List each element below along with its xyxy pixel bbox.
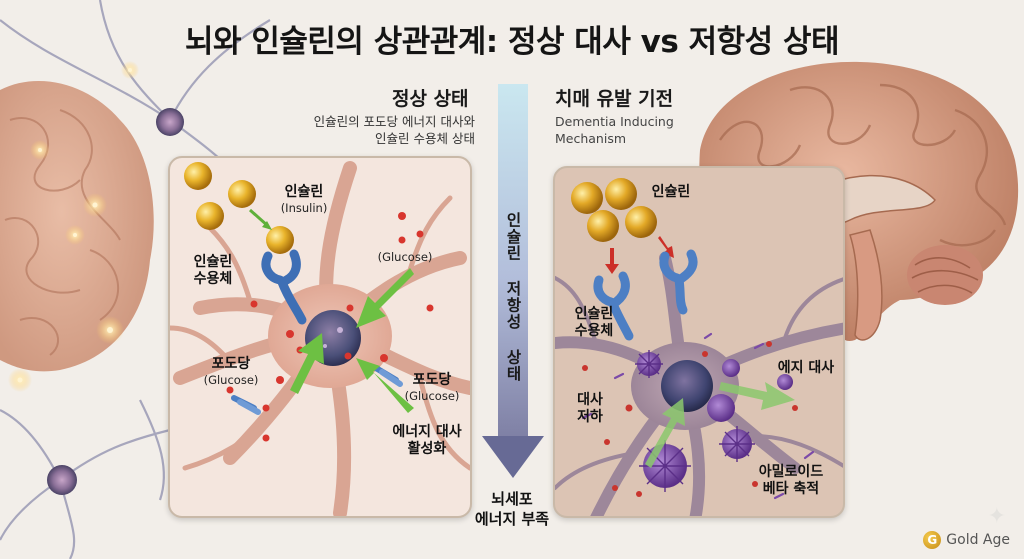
dementia-mechanism-illustration: [555, 178, 843, 516]
dementia-mechanism-panel: 인슐린 인슐린 수용체 에지 대사 대사 저하 아밀로이드 베타 축적: [553, 166, 845, 518]
normal-description-line2: 인슐린 수용체 상태: [375, 131, 475, 146]
receptor-label-line1: 인슐린: [193, 254, 233, 270]
insulin-resistance-label: 인슐린 저항성 상태: [504, 212, 522, 382]
amyloid-beta-label: 아밀로이드 베타 축적: [743, 464, 839, 498]
brand-logo-icon: G: [923, 531, 942, 549]
metabolism-decline-line1: 대사: [577, 392, 603, 408]
insulin-label-en: (Insulin): [280, 201, 328, 215]
energy-activation-line2: 활성화: [407, 441, 447, 457]
glucose-left-label-en: (Glucose): [203, 373, 259, 387]
energy-activation-line1: 에너지 대사: [392, 424, 462, 440]
glucose-left-label: 포도당 (Glucose): [196, 356, 266, 387]
glucose-top-label-en: (Glucose): [377, 250, 433, 264]
dementia-receptor-line1: 인슐린: [574, 306, 614, 322]
insulin-label-text: 인슐린: [284, 184, 324, 200]
brain-cell-energy-deficit-label: 뇌세포 에너지 부족: [455, 489, 569, 529]
energy-metabolism-label: 에지 대사: [769, 360, 843, 377]
brand-mark: G Gold Age: [923, 531, 1010, 549]
amyloid-beta-line2: 베타 축적: [762, 481, 820, 497]
glucose-left-label-text: 포도당: [211, 356, 251, 372]
glucose-right-label: 포도당 (Glucose): [394, 372, 470, 403]
amyloid-beta-line1: 아밀로이드: [758, 464, 824, 480]
normal-state-heading: 정상 상태: [392, 88, 469, 110]
dementia-insulin-label-text: 인슐린: [651, 184, 691, 200]
dementia-description-line1: Dementia Inducing: [555, 114, 674, 129]
glucose-top-label: (Glucose): [370, 250, 440, 264]
glucose-right-label-text: 포도당: [412, 372, 452, 388]
dementia-mechanism-description: Dementia Inducing Mechanism: [555, 113, 674, 147]
receptor-label: 인슐린 수용체: [180, 254, 246, 288]
energy-metabolism-text: 에지 대사: [777, 360, 835, 376]
dementia-mechanism-heading: 치매 유발 기전: [555, 88, 674, 110]
bottom-label-line2: 에너지 부족: [474, 510, 550, 528]
dementia-insulin-label: 인슐린: [639, 184, 703, 201]
brand-name: Gold Age: [946, 532, 1010, 548]
metabolism-decline-label: 대사 저하: [565, 392, 615, 426]
normal-state-description: 인슐린의 포도당 에너지 대사와 인슐린 수용체 상태: [285, 113, 475, 147]
insulin-label: 인슐린 (Insulin): [266, 184, 342, 215]
metabolism-decline-line2: 저하: [577, 409, 603, 425]
page-title: 뇌와 인슐린의 상관관계: 정상 대사 vs 저항성 상태: [185, 24, 839, 60]
glucose-right-label-en: (Glucose): [404, 389, 460, 403]
dementia-receptor-line2: 수용체: [574, 323, 614, 339]
receptor-label-line2: 수용체: [193, 271, 233, 287]
dementia-description-line2: Mechanism: [555, 131, 627, 146]
normal-state-panel: 인슐린 (Insulin) 인슐린 수용체 (Glucose) 포도당 (Glu…: [168, 156, 472, 518]
normal-state-illustration: [170, 161, 470, 516]
energy-activation-label: 에너지 대사 활성화: [384, 424, 470, 458]
dementia-receptor-label: 인슐린 수용체: [559, 306, 629, 340]
normal-description-line1: 인슐린의 포도당 에너지 대사와: [313, 114, 475, 129]
sparkle-icon: ✦: [987, 504, 1006, 529]
bottom-label-line1: 뇌세포: [491, 490, 533, 508]
